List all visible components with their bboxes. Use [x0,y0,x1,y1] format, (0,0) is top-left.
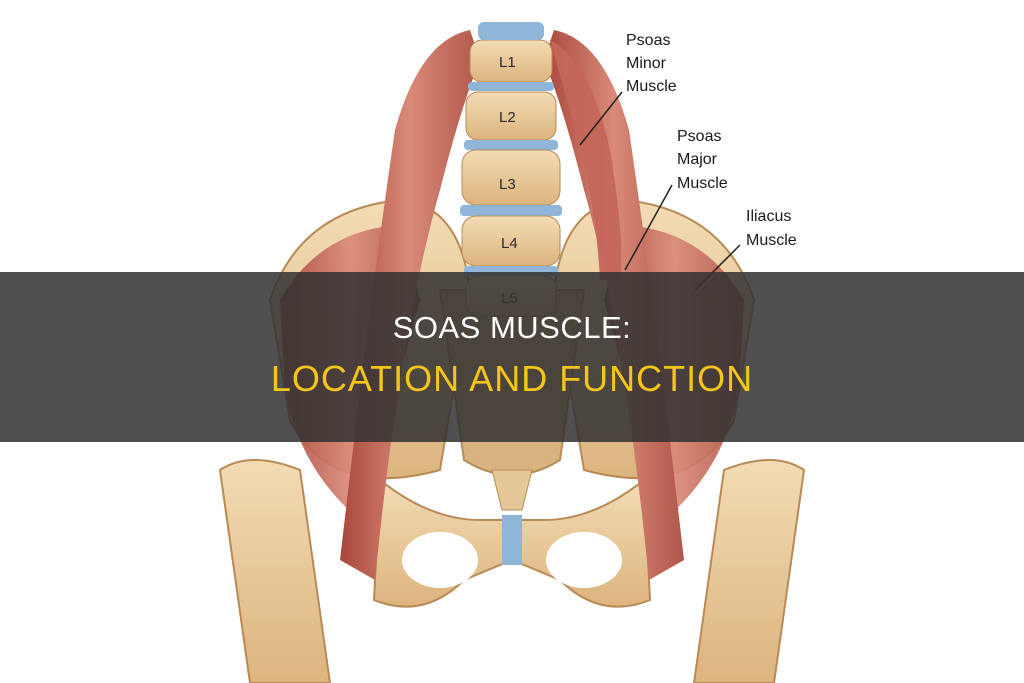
coccyx [491,469,533,511]
psoas-major-leader [624,184,673,271]
psoas-major-label-1: Psoas [677,128,721,145]
psoas-minor-label-1: Psoas [626,32,670,49]
psoas-major-label-3: Muscle [677,175,728,192]
iliacus-label-2: Muscle [746,232,797,249]
vertebra-label-l2: L2 [499,109,516,126]
vertebra-label-l4: L4 [501,235,518,252]
right-obturator [546,532,622,588]
psoas-minor-label-3: Muscle [626,78,677,95]
banner-title: Soas Muscle: [392,310,632,346]
psoas-minor-label-2: Minor [626,55,667,72]
iliacus-label-1: Iliacus [746,208,791,225]
right-femur [692,459,806,683]
banner-subtitle: Location And Function [270,358,754,400]
psoas-major-label-2: Major [677,151,718,168]
pubic-symphysis [502,515,522,565]
left-obturator [402,532,478,588]
right-psoas-minor [550,40,622,280]
left-femur [218,459,332,683]
vertebra-label-l1: L1 [499,54,516,71]
vertebra-label-l3: L3 [499,176,516,193]
psoas-minor-leader [579,91,623,146]
title-banner: Soas Muscle: Location And Function [0,272,1024,442]
